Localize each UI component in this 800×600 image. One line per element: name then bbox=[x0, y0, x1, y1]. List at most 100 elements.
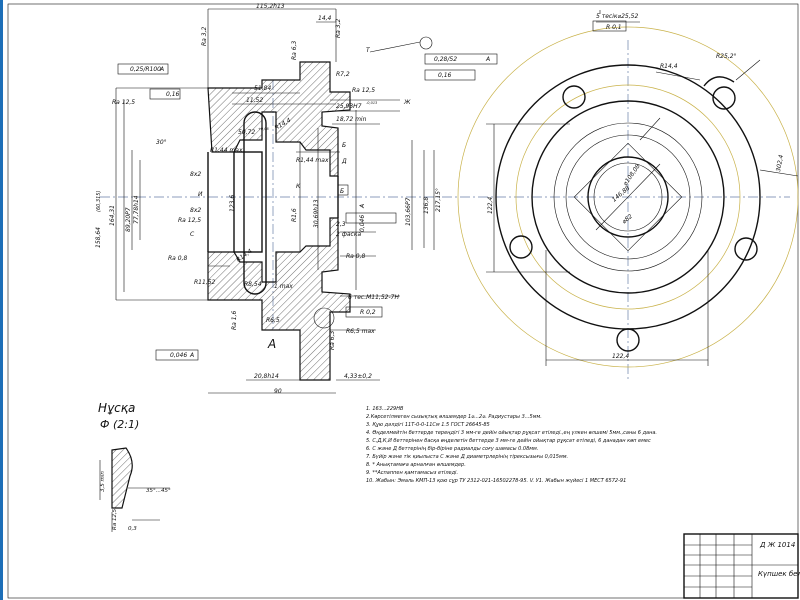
tolerance-frame bbox=[155, 349, 199, 361]
detail-dim-0-3: 0,3 bbox=[128, 526, 137, 532]
leader-line bbox=[655, 71, 701, 81]
roughness-ra1-6: Ra 1,6 bbox=[231, 311, 238, 330]
dim-82: ⌀82 bbox=[621, 213, 634, 226]
pilot-circle bbox=[531, 100, 725, 294]
roughness-ra08-a: Ra 0,8 bbox=[168, 255, 187, 262]
dim-top-width: 115,2h13 bbox=[256, 3, 285, 10]
note-line: 8. * Анықтамаға арналған өлшемдер. bbox=[366, 462, 466, 468]
technical-notes: 1. 163...229НВ 2.Көрсетілмеген сызықтық … bbox=[366, 406, 657, 484]
radius-14-4-front: R14,4 bbox=[660, 63, 678, 70]
dim-18-72: 18,72 min bbox=[336, 116, 367, 123]
window-edge-strip bbox=[0, 0, 3, 600]
leader-line bbox=[735, 59, 761, 81]
radius-6-5: R6,5 bbox=[266, 317, 280, 324]
note-line: 9. **Аспаппен қамтамасыз етіледі. bbox=[366, 470, 458, 476]
tolerance-frame bbox=[345, 306, 383, 318]
k-label: К bbox=[296, 183, 301, 190]
detail-dim-3-5: 3,5 min bbox=[100, 471, 106, 492]
dim-122-horizontal: 122,4 bbox=[612, 353, 629, 360]
section-labels: 115,2h13 14,4 Ra 3,2 Ra 3,2 Ra 6,3 T 0,2… bbox=[95, 3, 490, 395]
tol-50-72: +0,06 bbox=[258, 127, 269, 131]
tol-25-93: -0,013 bbox=[366, 101, 377, 105]
dcheck-a-datum: A bbox=[485, 56, 490, 63]
bore-inner-circle bbox=[593, 162, 663, 232]
detail-title: Нұсқа bbox=[98, 401, 135, 415]
roughness-ra32-a: Ra 3,2 bbox=[201, 27, 208, 46]
holes-position: R 0,1 bbox=[606, 24, 622, 31]
zh-label: Ж bbox=[403, 99, 411, 106]
runout-025: 0,25/R100 bbox=[130, 66, 161, 73]
hub-section-lower bbox=[207, 217, 351, 381]
title-block-labels: Д Ж 1014 Күпшек бел bbox=[758, 541, 800, 578]
leader-line bbox=[369, 41, 421, 53]
roughness-ra08-b: Ra 0,8 bbox=[346, 253, 365, 260]
tolerance-frame bbox=[117, 63, 169, 75]
dim-50-72: 50,72 bbox=[238, 129, 255, 136]
radius-1-6: R1,6 bbox=[291, 208, 298, 222]
diameter-line bbox=[595, 163, 661, 231]
chamfer-8x2-a: 8x2 bbox=[190, 171, 201, 178]
runout-datum-a: A bbox=[159, 66, 164, 73]
dim-158-tol: (60,315) bbox=[96, 191, 102, 212]
dim-14-4: 14,4 bbox=[318, 15, 332, 22]
dim-1-max: 1 max bbox=[274, 283, 293, 290]
dim-89: 89,20Р7 bbox=[125, 207, 132, 232]
roughness-ra32-b: Ra 3,2 bbox=[335, 19, 342, 38]
note-line: 1. 163...229НВ bbox=[366, 406, 404, 412]
detail-marker-circle bbox=[419, 36, 433, 50]
dim-158: 158,64 bbox=[95, 227, 102, 248]
dim-25-93: 25,93H7 bbox=[336, 103, 362, 110]
roughness-ra12-5-c: Ra 12,5 bbox=[178, 217, 201, 224]
note-line: 3. Құю дәлдігі 11Т-0-0-11См 1.5 ГОСТ 266… bbox=[366, 422, 490, 428]
bore-outline bbox=[233, 151, 263, 253]
title-code: Д Ж 1014 bbox=[759, 541, 795, 549]
section-view bbox=[100, 8, 790, 394]
thread-m11: 6 тес.М11,52-7Н bbox=[348, 294, 399, 301]
position-frame bbox=[592, 20, 627, 32]
flat-0046-a: 0,046 bbox=[359, 215, 366, 232]
pilot-square bbox=[573, 142, 683, 252]
d-label: Д bbox=[341, 158, 347, 165]
flat-0046-a-datum: A bbox=[359, 204, 366, 209]
detail-angle: 35°...45° bbox=[146, 488, 171, 494]
title-block bbox=[683, 533, 799, 599]
bolt-hole-4 bbox=[734, 237, 758, 261]
detail-marker-circle-lower bbox=[313, 307, 335, 329]
dim-77: 77,78h14 bbox=[133, 195, 140, 224]
dcheck-a: 0,28/52 bbox=[434, 56, 457, 63]
radius-6-5-max: R6,5 max bbox=[346, 328, 375, 335]
roughness-ra12-5-b: Ra 12,5 bbox=[352, 87, 375, 94]
detail-scale: Ф (2:1) bbox=[100, 418, 139, 431]
tolerance-frame bbox=[149, 88, 181, 100]
dim-123: 123,6 bbox=[229, 195, 236, 212]
inner-circle-1 bbox=[553, 122, 703, 272]
slot-outline bbox=[243, 111, 267, 295]
dim-51-84: 51,84 bbox=[254, 85, 271, 92]
detail-profile bbox=[111, 447, 133, 509]
flat-0046-b: 0,046 bbox=[170, 352, 187, 359]
tolerance-frame bbox=[345, 212, 397, 224]
dim-90: 90 bbox=[274, 388, 282, 395]
note-line: 4. Өңделмейтін беттерде тереңдігі 3 мм-г… bbox=[366, 430, 657, 436]
dim-20-8: 20,8h14 bbox=[254, 373, 279, 380]
radius-1-44-max-b: R1,44 max bbox=[296, 157, 329, 164]
position-r02: R 0,2 bbox=[360, 309, 376, 316]
roughness-ra6-3-b: Ra 6,3 bbox=[329, 331, 336, 350]
dim-2-3: 2,3 bbox=[336, 221, 346, 228]
leader-line bbox=[639, 117, 661, 141]
note-line: 10. Жабын: Эмаль КМП-13 қою сұр ТУ 2312-… bbox=[366, 478, 626, 484]
dim-108: ⌀108,08 bbox=[622, 163, 642, 187]
radius-7-2: R7,2 bbox=[336, 71, 350, 78]
bolt-hole-3 bbox=[509, 235, 533, 259]
note-line: 2.Көрсетілмеген сызықтық өлшемдер 1⌀...2… bbox=[366, 414, 542, 420]
view-a-label: A bbox=[267, 337, 276, 351]
dim-line bbox=[759, 169, 799, 177]
bolt-hole-5 bbox=[616, 328, 640, 352]
i-label: И bbox=[198, 191, 203, 198]
dcheck-b: 0,16 bbox=[438, 72, 452, 79]
flat-0046-b-datum: A bbox=[189, 352, 194, 359]
hub-section-upper bbox=[207, 61, 351, 177]
inner-circle-2 bbox=[565, 134, 691, 260]
roughness-ra63-a: Ra 6,3 bbox=[291, 41, 298, 60]
